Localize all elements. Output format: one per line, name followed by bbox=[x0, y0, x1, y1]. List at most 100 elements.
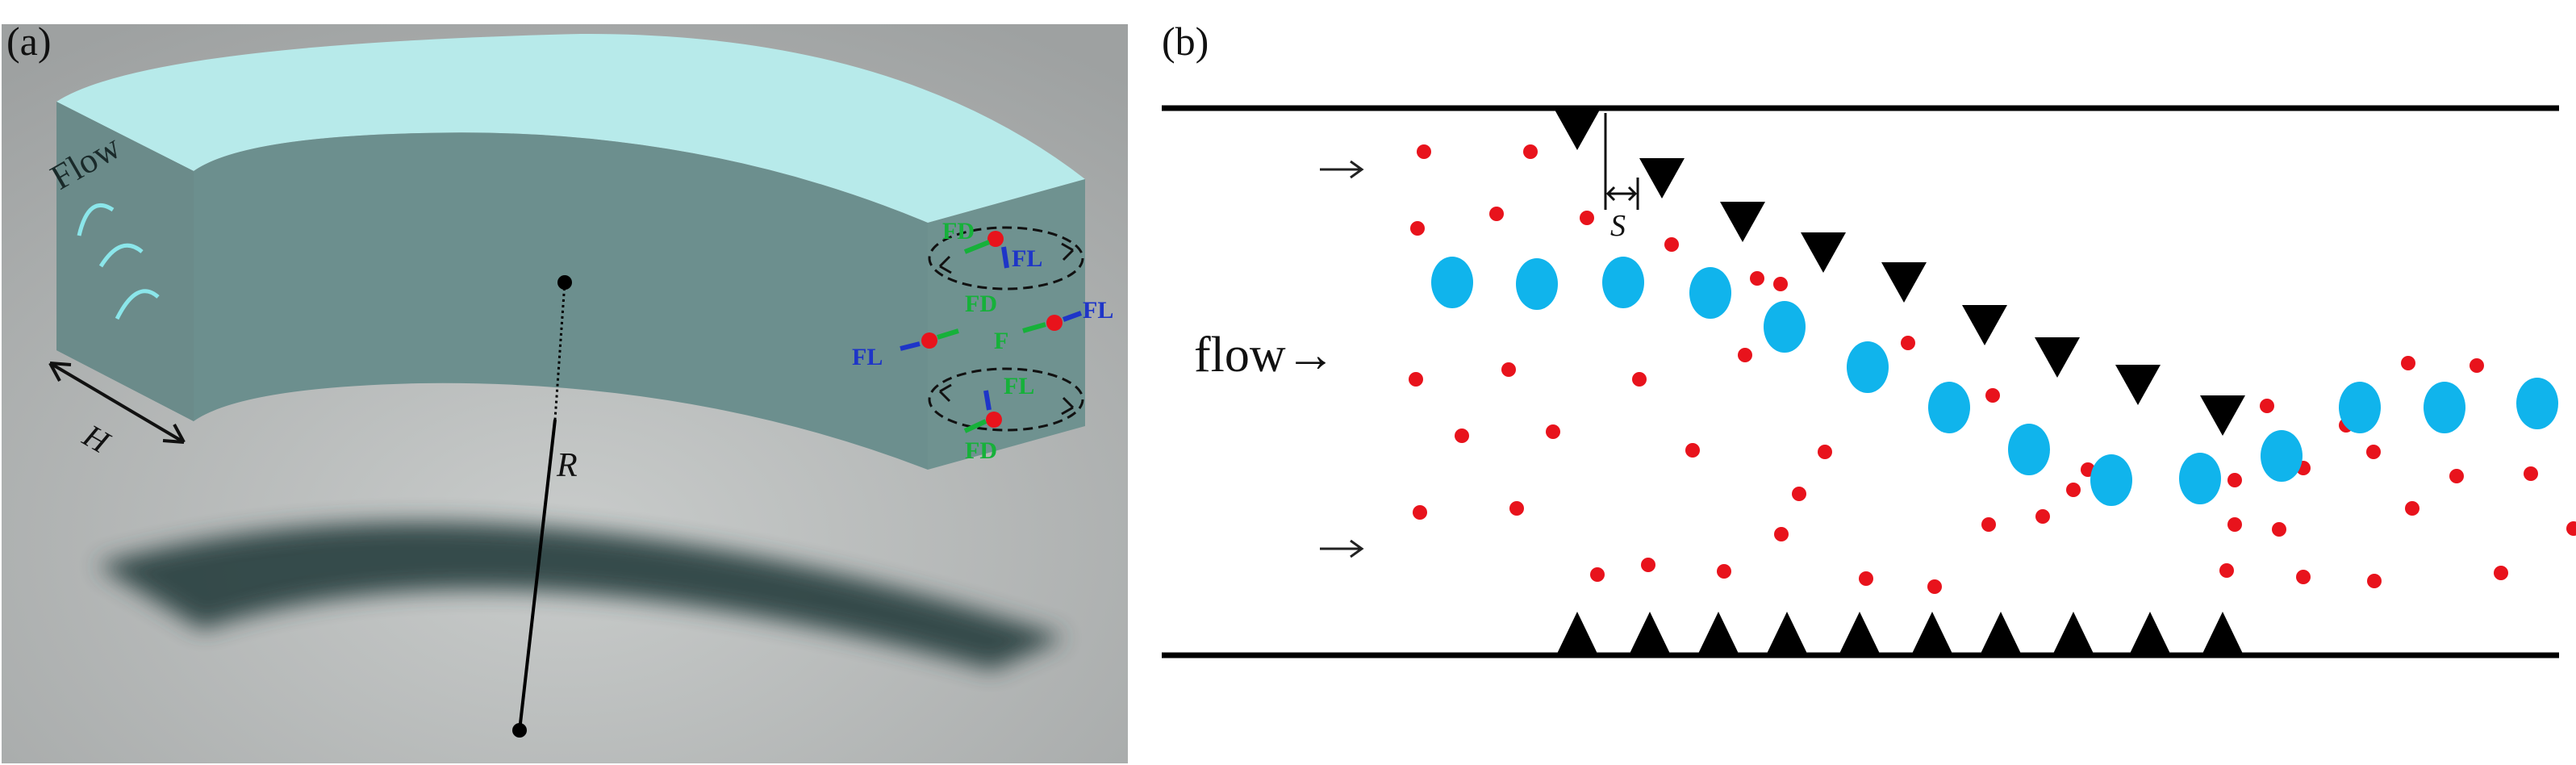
force-label: F bbox=[994, 328, 1008, 354]
pillar-top bbox=[2035, 337, 2080, 378]
lift-arrow bbox=[900, 341, 921, 351]
small-particle bbox=[1717, 564, 1731, 579]
particle bbox=[921, 332, 937, 349]
lift-arrow bbox=[1062, 311, 1083, 322]
flow-arrows-a bbox=[77, 203, 160, 320]
small-particle bbox=[2524, 466, 2538, 481]
panel-b-label: (b) bbox=[1162, 19, 1209, 64]
small-particle bbox=[1455, 428, 1469, 443]
inlet-arrows bbox=[1320, 160, 1364, 558]
pillar-bottom bbox=[1839, 612, 1881, 655]
force-label: FD bbox=[965, 291, 997, 317]
large-particles bbox=[1431, 257, 2558, 506]
large-particle bbox=[2424, 382, 2465, 433]
drag-arrow bbox=[963, 419, 987, 433]
pillar-top bbox=[1720, 202, 1765, 242]
drag-arrow bbox=[963, 240, 991, 254]
pillar-top bbox=[1962, 305, 2007, 345]
small-particle bbox=[2401, 356, 2415, 370]
small-particle bbox=[2296, 570, 2311, 584]
force-label: FD bbox=[965, 437, 997, 464]
pillar-bottom bbox=[1629, 612, 1671, 655]
small-particle bbox=[1546, 424, 1560, 439]
small-particle bbox=[2566, 521, 2576, 536]
pillar-bottom bbox=[2202, 612, 2244, 655]
lift-arrow bbox=[1001, 246, 1009, 269]
vortex-lower bbox=[928, 367, 1084, 432]
large-particle bbox=[2339, 382, 2381, 433]
small-particle bbox=[1413, 505, 1427, 520]
vortex-arrow-icon bbox=[1061, 242, 1075, 261]
pillar-bottom bbox=[1556, 612, 1598, 655]
large-particle bbox=[2516, 378, 2558, 429]
pillar-top bbox=[1555, 110, 1600, 150]
pillar-bottom bbox=[1766, 612, 1808, 655]
small-particle bbox=[1501, 362, 1516, 377]
force-label: FL bbox=[1012, 245, 1042, 272]
dean-vortices bbox=[928, 226, 1084, 432]
pillars-bottom bbox=[1556, 612, 2244, 655]
channel-top-face bbox=[56, 33, 1085, 224]
small-particle bbox=[1927, 579, 1942, 594]
force-labels: FD FL FD FL FL F FL FD bbox=[852, 218, 1113, 464]
small-particle bbox=[1901, 336, 1915, 350]
pillar-top bbox=[1881, 262, 1927, 303]
small-particle bbox=[2260, 399, 2274, 413]
small-particle bbox=[2367, 574, 2382, 588]
particle bbox=[987, 231, 1004, 247]
small-particle bbox=[1664, 237, 1679, 252]
small-particle bbox=[2035, 509, 2050, 524]
force-label: FL bbox=[852, 344, 883, 370]
large-particle bbox=[1516, 258, 1558, 310]
pillar-top bbox=[1639, 158, 1685, 199]
force-arrows bbox=[900, 240, 1083, 433]
radius-line bbox=[518, 419, 557, 731]
particles-a bbox=[921, 231, 1063, 428]
inlet-arrow-icon bbox=[1320, 160, 1364, 179]
flow-label-b: flow→ bbox=[1194, 328, 1336, 382]
vortex-arrow-icon bbox=[938, 383, 952, 403]
small-particle bbox=[1818, 445, 1832, 459]
small-particle bbox=[1981, 517, 1996, 532]
pillar-bottom bbox=[1980, 612, 2022, 655]
panel-a: Flow H R bbox=[2, 19, 1128, 763]
small-particle bbox=[1859, 571, 1873, 586]
particle bbox=[986, 412, 1002, 428]
small-particle bbox=[1410, 221, 1425, 236]
small-particles bbox=[1409, 144, 2576, 594]
radius-label: R bbox=[556, 447, 578, 484]
small-particle bbox=[1417, 144, 1431, 159]
large-particle bbox=[1928, 382, 1970, 433]
small-particle bbox=[2219, 563, 2234, 578]
panel-a-label: (a) bbox=[6, 19, 52, 64]
small-particle bbox=[1738, 348, 1752, 362]
flow-curve-icon bbox=[115, 289, 160, 320]
small-particle bbox=[2227, 517, 2242, 532]
large-particle bbox=[2090, 454, 2132, 506]
force-label: FL bbox=[1083, 297, 1113, 324]
gap-label: S bbox=[1610, 209, 1626, 243]
small-particle bbox=[2272, 522, 2286, 537]
large-particle bbox=[1689, 267, 1731, 319]
channel-end-face bbox=[56, 102, 194, 421]
small-particle bbox=[1409, 372, 1423, 387]
pillars-top bbox=[1555, 110, 2245, 436]
channel-front-face bbox=[56, 102, 928, 470]
small-particle bbox=[1489, 207, 1504, 221]
small-particle bbox=[1750, 271, 1764, 286]
small-particle bbox=[2366, 445, 2381, 459]
radius-line-dashed bbox=[553, 282, 566, 420]
width-arrow-head-left bbox=[48, 362, 72, 382]
small-particle bbox=[1792, 487, 1806, 501]
small-particle bbox=[2405, 501, 2419, 516]
drag-arrow bbox=[937, 328, 959, 340]
small-particle bbox=[2227, 473, 2242, 487]
width-arrow bbox=[48, 362, 186, 444]
pillar-bottom bbox=[2129, 612, 2171, 655]
small-particle bbox=[2470, 358, 2484, 373]
small-particle bbox=[1632, 372, 1647, 387]
large-particle bbox=[1847, 341, 1889, 393]
force-label: FD bbox=[942, 218, 975, 245]
flow-curve-icon bbox=[77, 203, 115, 236]
